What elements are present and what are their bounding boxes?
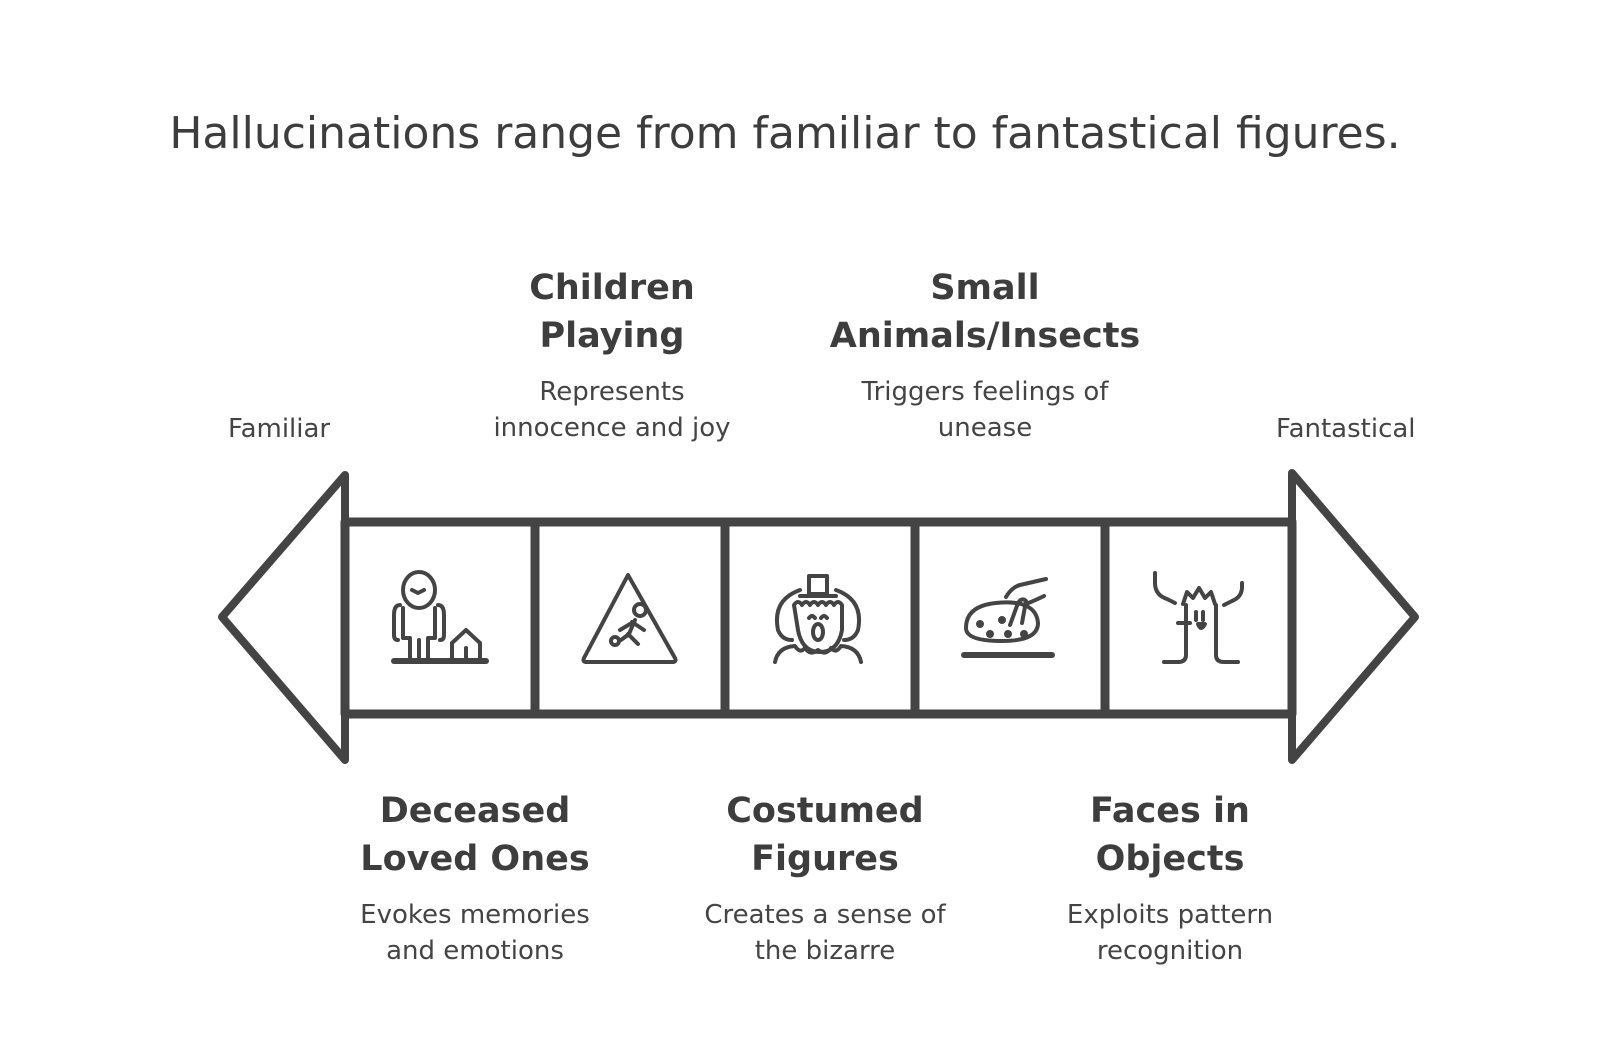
item-description: the bizarre: [754, 936, 896, 966]
item-description: and emotions: [386, 936, 564, 966]
box-1: [340, 517, 540, 719]
item-description: recognition: [1096, 936, 1244, 966]
person-house-icon: [391, 570, 489, 664]
box-2: [530, 517, 730, 719]
familiar-label: Familiar: [228, 414, 331, 444]
item-heading: Deceased: [379, 791, 571, 831]
item-description: Triggers feelings of: [861, 377, 1109, 407]
item-heading: Faces in: [1090, 791, 1250, 831]
item-description: innocence and joy: [493, 413, 731, 443]
box-4: [910, 517, 1110, 719]
item-heading: Objects: [1095, 839, 1245, 879]
left-arrowhead: [218, 471, 349, 764]
item-description: Represents: [539, 377, 685, 407]
right-arrowhead: [1288, 469, 1419, 764]
item-heading: Costumed: [726, 791, 924, 831]
scale-boxes: [340, 517, 1297, 719]
item-heading: Small: [930, 268, 1040, 308]
item-heading: Figures: [751, 839, 899, 879]
item-heading: Playing: [539, 316, 685, 356]
page-title: Hallucinations range from familiar to fa…: [169, 108, 1401, 159]
item-description: Evokes memories: [360, 900, 590, 930]
hand-touching-bug-icon: [961, 577, 1055, 658]
item-faces-in-objects: Faces in Objects Exploits pattern recognit…: [990, 787, 1350, 969]
item-heading: Animals/Insects: [829, 316, 1141, 356]
box-5: [1100, 517, 1297, 719]
fantastical-label: Fantastical: [1276, 414, 1416, 444]
clown-icon: [773, 574, 863, 664]
children-crossing-sign-icon: [581, 573, 678, 664]
item-heading: Loved Ones: [360, 839, 590, 879]
tree-face-icon: [1153, 571, 1244, 664]
item-heading: Children: [529, 268, 695, 308]
item-description: unease: [937, 413, 1033, 443]
item-description: Exploits pattern: [1066, 900, 1274, 930]
item-description: Creates a sense of: [704, 900, 946, 930]
